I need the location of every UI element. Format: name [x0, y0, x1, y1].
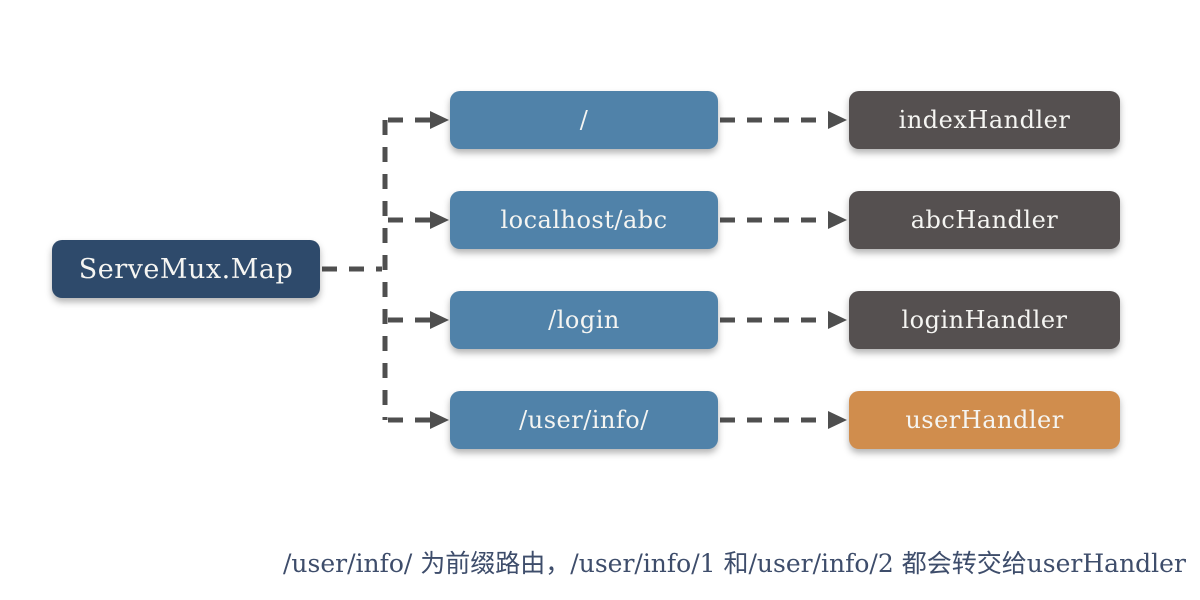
arrowhead-route-2	[430, 211, 449, 229]
arrowhead-route-4	[430, 411, 449, 429]
node-handler-login: loginHandler	[849, 291, 1120, 349]
arrowhead-handler-1	[828, 111, 847, 129]
arrowhead-handler-2	[828, 211, 847, 229]
node-route-localhost-abc: localhost/abc	[450, 191, 718, 249]
node-servemux-map: ServeMux.Map	[52, 240, 320, 298]
arrowhead-handler-3	[828, 311, 847, 329]
node-handler-user: userHandler	[849, 391, 1120, 449]
arrowhead-route-3	[430, 311, 449, 329]
node-handler-index: indexHandler	[849, 91, 1120, 149]
node-route-login: /login	[450, 291, 718, 349]
node-route-user-info: /user/info/	[450, 391, 718, 449]
node-handler-abc: abcHandler	[849, 191, 1120, 249]
diagram-caption: /user/info/ 为前缀路由，/user/info/1 和/user/in…	[283, 549, 1186, 578]
arrowhead-route-1	[430, 111, 449, 129]
arrowhead-handler-4	[828, 411, 847, 429]
node-route-root-path: /	[450, 91, 718, 149]
